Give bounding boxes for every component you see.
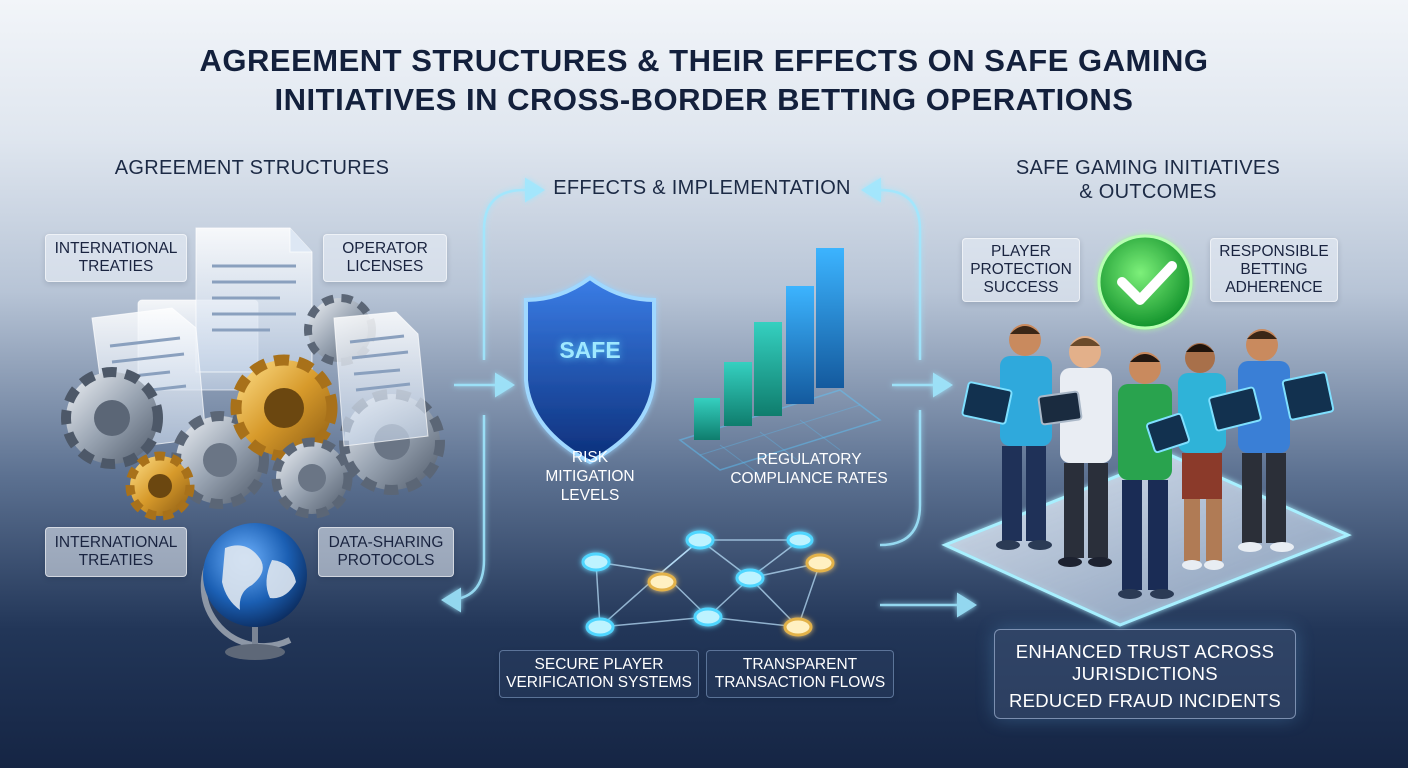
globe-icon bbox=[200, 523, 307, 660]
checkmark-icon bbox=[1097, 234, 1193, 330]
label-line: TREATIES bbox=[78, 552, 154, 569]
label-line: PROTECTION bbox=[970, 261, 1072, 278]
network-node bbox=[685, 530, 715, 550]
network-icon bbox=[581, 530, 835, 637]
middle-heading: EFFECTS & IMPLEMENTATION bbox=[553, 177, 851, 199]
label-line: SECURE PLAYER bbox=[534, 656, 664, 673]
right-heading-line-2: & OUTCOMES bbox=[1079, 181, 1217, 203]
label-line: BETTING bbox=[1240, 261, 1308, 278]
person bbox=[996, 324, 1052, 550]
label-line: OPERATOR bbox=[342, 240, 428, 257]
network-node bbox=[581, 552, 611, 572]
right-heading-line-1: SAFE GAMING INITIATIVES bbox=[1015, 157, 1281, 179]
page-title-line-1: AGREEMENT STRUCTURES & THEIR EFFECTS ON … bbox=[199, 43, 1209, 78]
arrow-icon bbox=[482, 177, 545, 360]
people-icon bbox=[961, 324, 1335, 599]
chart-bar bbox=[724, 362, 752, 426]
flow-arrows bbox=[441, 177, 977, 618]
page-title-line-2: INITIATIVES IN CROSS-BORDER BETTING OPER… bbox=[274, 82, 1134, 117]
chart-bar bbox=[786, 286, 814, 404]
outcome-line-2: JURISDICTIONS bbox=[1072, 663, 1218, 684]
arrow-icon bbox=[441, 415, 486, 613]
outcome-line-3: REDUCED FRAUD INCIDENTS bbox=[1008, 690, 1282, 711]
label-player-protection-success: PLAYER PROTECTION SUCCESS bbox=[962, 238, 1080, 302]
label-line: TREATIES bbox=[78, 258, 154, 275]
label-operator-licenses: OPERATOR LICENSES bbox=[323, 234, 447, 282]
label-line: VERIFICATION SYSTEMS bbox=[506, 674, 692, 691]
shield-label: SAFE bbox=[559, 337, 621, 363]
outcomes-box: ENHANCED TRUST ACROSS JURISDICTIONS REDU… bbox=[994, 629, 1296, 719]
label-line: LICENSES bbox=[346, 258, 424, 275]
label-international-treaties-top: INTERNATIONAL TREATIES bbox=[45, 234, 187, 282]
outcome-line-1: ENHANCED TRUST ACROSS bbox=[1015, 641, 1275, 662]
chart-bar bbox=[816, 248, 844, 388]
label-line: RESPONSIBLE bbox=[1219, 243, 1329, 260]
label-line: DATA-SHARING bbox=[328, 534, 444, 551]
right-heading: SAFE GAMING INITIATIVES & OUTCOMES bbox=[1000, 156, 1296, 204]
gear-icon bbox=[230, 354, 338, 462]
left-heading: AGREEMENT STRUCTURES bbox=[114, 157, 390, 179]
label-line: SUCCESS bbox=[983, 279, 1059, 296]
label-line: INTERNATIONAL bbox=[54, 240, 178, 257]
gear-icon bbox=[61, 367, 163, 469]
shield-icon bbox=[524, 275, 656, 465]
arrow-icon bbox=[861, 177, 922, 360]
gear-icon bbox=[125, 451, 195, 521]
chart-bar bbox=[694, 398, 720, 440]
person bbox=[1118, 352, 1174, 599]
person bbox=[1058, 336, 1112, 567]
label-line: TRANSACTION FLOWS bbox=[714, 674, 886, 691]
label-line: COMPLIANCE RATES bbox=[730, 470, 888, 487]
arrow-icon bbox=[879, 410, 922, 547]
network-node bbox=[585, 617, 615, 637]
person bbox=[1178, 343, 1226, 570]
page-title: AGREEMENT STRUCTURES & THEIR EFFECTS ON … bbox=[0, 41, 1408, 119]
person bbox=[1238, 329, 1294, 552]
label-line: LEVELS bbox=[560, 487, 620, 504]
label-line: TRANSPARENT bbox=[742, 656, 858, 673]
label-line: RISK bbox=[571, 449, 609, 466]
risk-mitigation-label: RISK MITIGATION LEVELS bbox=[530, 448, 650, 505]
label-secure-player-verification: SECURE PLAYER VERIFICATION SYSTEMS bbox=[499, 650, 699, 698]
label-international-treaties-bottom: INTERNATIONAL TREATIES bbox=[45, 527, 187, 577]
label-line: PLAYER bbox=[990, 243, 1052, 260]
label-transparent-transaction-flows: TRANSPARENT TRANSACTION FLOWS bbox=[706, 650, 894, 698]
tablet-icon bbox=[961, 371, 1335, 454]
network-node bbox=[647, 572, 677, 592]
regulatory-compliance-label: REGULATORY COMPLIANCE RATES bbox=[720, 450, 898, 488]
network-node bbox=[805, 553, 835, 573]
label-data-sharing-protocols: DATA-SHARING PROTOCOLS bbox=[318, 527, 454, 577]
network-node bbox=[693, 607, 723, 627]
label-line: REGULATORY bbox=[756, 451, 862, 468]
network-node bbox=[735, 568, 765, 588]
gear-icon bbox=[271, 437, 353, 519]
bar-chart-icon bbox=[678, 248, 882, 476]
label-line: ADHERENCE bbox=[1225, 279, 1323, 296]
label-responsible-betting-adherence: RESPONSIBLE BETTING ADHERENCE bbox=[1210, 238, 1338, 302]
label-line: INTERNATIONAL bbox=[54, 534, 178, 551]
chart-bar bbox=[754, 322, 782, 416]
label-line: PROTOCOLS bbox=[337, 552, 435, 569]
label-line: MITIGATION bbox=[545, 468, 635, 485]
document-icon bbox=[333, 311, 429, 447]
network-node bbox=[783, 617, 813, 637]
network-node bbox=[786, 531, 814, 549]
